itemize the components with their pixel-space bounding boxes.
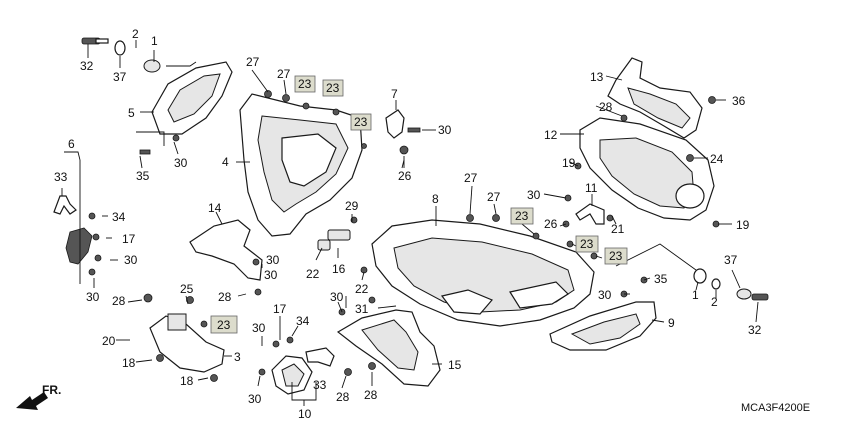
callout-label: 35	[136, 169, 150, 183]
callout-label: 12	[544, 128, 558, 142]
bolt-32-top-left	[81, 37, 161, 73]
callout-label: 22	[355, 282, 369, 296]
callout-label: 36	[732, 94, 746, 108]
callout-label: 34	[296, 314, 310, 328]
callout-label: 30	[86, 290, 100, 304]
callout-label: 32	[748, 323, 762, 337]
callout-label: 30	[598, 288, 612, 302]
callout-label: 17	[273, 302, 287, 316]
callout-label: 30	[124, 253, 138, 267]
part-11-clip	[575, 203, 605, 225]
part-6-assembly	[53, 195, 93, 265]
callout-label: 31	[355, 302, 369, 316]
part-9-lower-panel	[549, 301, 657, 351]
callout-label: 35	[654, 272, 668, 286]
callout-label: 14	[208, 201, 222, 215]
callout-label: 18	[180, 374, 194, 388]
callout-label: 22	[306, 267, 320, 281]
callout-label: 20	[102, 334, 116, 348]
callout-label: 3	[234, 350, 241, 364]
callout-label: 30	[330, 290, 344, 304]
callout-label: 25	[180, 282, 194, 296]
callout-label: 5	[128, 106, 135, 120]
callout-label: 30	[264, 268, 278, 282]
callout-label: 32	[80, 59, 94, 73]
callout-label: 33	[313, 378, 327, 392]
callout-label: 37	[724, 253, 738, 267]
callout-label: 30	[438, 123, 452, 137]
callout-label: 6	[68, 137, 75, 151]
callout-label: 8	[432, 192, 439, 206]
callout-label: 27	[277, 67, 291, 81]
callout-label: 37	[113, 70, 127, 84]
callout-label: 11	[585, 181, 598, 195]
callout-label: 21	[611, 222, 625, 236]
part-15-lower-center-panel	[336, 309, 441, 387]
callout-label: 30	[527, 188, 541, 202]
callout-label: 19	[736, 218, 750, 232]
callout-label: 16	[332, 262, 346, 276]
callout-label: 24	[710, 152, 724, 166]
callout-label-boxed: 23	[580, 237, 594, 251]
callout-label: 26	[398, 169, 412, 183]
callout-label: 2	[132, 27, 139, 41]
part-number-labels: 32 2 1 37 5 27 27 23 23 7 23 30 4 35 30 …	[54, 27, 810, 421]
callout-label: 15	[448, 358, 462, 372]
callout-label: 9	[668, 316, 675, 330]
callout-label-boxed: 23	[298, 77, 312, 91]
callout-label: 13	[590, 70, 604, 84]
callout-label: 18	[122, 356, 136, 370]
callout-label-boxed: 23	[609, 249, 623, 263]
part-7-clip	[385, 109, 405, 139]
part-14-stay	[189, 219, 263, 281]
bolt-32-bottom-right	[693, 268, 769, 301]
part-8-center-body	[371, 219, 595, 327]
callout-label: 30	[252, 321, 266, 335]
callout-label: 33	[54, 170, 68, 184]
callout-label: 28	[112, 294, 126, 308]
callout-label: 30	[174, 156, 188, 170]
callout-label: 2	[711, 295, 718, 309]
part-3-lower-bracket	[149, 313, 225, 373]
callout-label: 1	[692, 288, 699, 302]
callout-label: 4	[222, 155, 229, 169]
callout-label: 30	[266, 253, 280, 267]
callout-label: 27	[487, 190, 501, 204]
callout-label: 27	[246, 55, 260, 69]
front-direction-label: FR.	[42, 383, 61, 397]
callout-label: 17	[122, 232, 136, 246]
callout-label-boxed: 23	[326, 81, 340, 95]
callout-label: 34	[112, 210, 126, 224]
part-16-bracket	[317, 229, 351, 251]
callout-label: 29	[345, 199, 359, 213]
callout-label: 7	[391, 87, 398, 101]
part-12-right-cover	[579, 117, 715, 221]
callout-label: 28	[599, 100, 613, 114]
callout-label: 19	[562, 156, 576, 170]
leader-lines	[61, 40, 759, 406]
callout-label: 30	[248, 392, 262, 406]
callout-label: 26	[544, 217, 558, 231]
part-10-small-part	[271, 347, 335, 395]
callout-label: 28	[364, 388, 378, 402]
front-direction-arrow: FR.	[16, 383, 61, 410]
callout-label: 10	[298, 407, 312, 421]
callout-label: 28	[218, 290, 232, 304]
part-4-inner-frame	[239, 93, 363, 237]
part-13-bracket	[607, 57, 703, 139]
callout-label: 27	[464, 171, 478, 185]
callout-label-boxed: 23	[515, 209, 529, 223]
callout-label-boxed: 23	[354, 115, 368, 129]
diagram-code: MCA3F4200E	[741, 402, 810, 414]
callout-label: 1	[151, 34, 158, 48]
part-5-upper-panel	[151, 61, 233, 135]
callout-label: 28	[336, 390, 350, 404]
callout-label-boxed: 23	[217, 318, 231, 332]
